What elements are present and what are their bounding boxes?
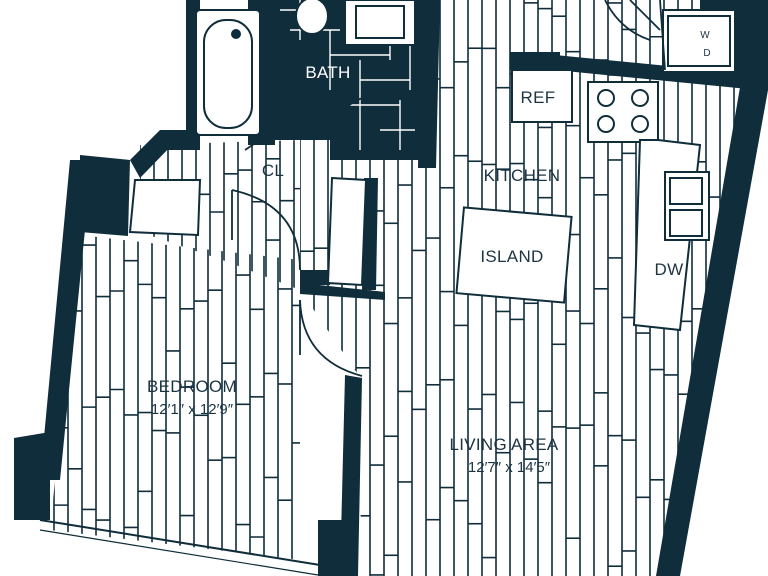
stove-icon (587, 81, 659, 143)
washer-label: W (700, 30, 710, 41)
toilet-icon (295, 0, 329, 35)
closet-shelves (128, 176, 368, 287)
island-label: ISLAND (480, 247, 543, 266)
kitchen-label: KITCHEN (484, 166, 561, 185)
bedroom-label: BEDROOM (147, 377, 237, 396)
kitchen-fixtures (455, 9, 736, 332)
bedroom-dimensions: 12′1″ x 12′9″ (151, 401, 234, 418)
refrigerator-label: REF (521, 88, 556, 107)
dryer-label: D (703, 48, 710, 59)
closet-label: CL (262, 161, 284, 180)
living-area-label: LIVING AREA (449, 435, 558, 454)
dishwasher-label: DW (655, 260, 684, 279)
living-area-dimensions: 12′7″ x 14′5″ (468, 459, 551, 476)
bath-fixtures (195, 0, 416, 136)
door-swing-icon (39, 0, 666, 576)
bath-label: BATH (305, 63, 350, 82)
